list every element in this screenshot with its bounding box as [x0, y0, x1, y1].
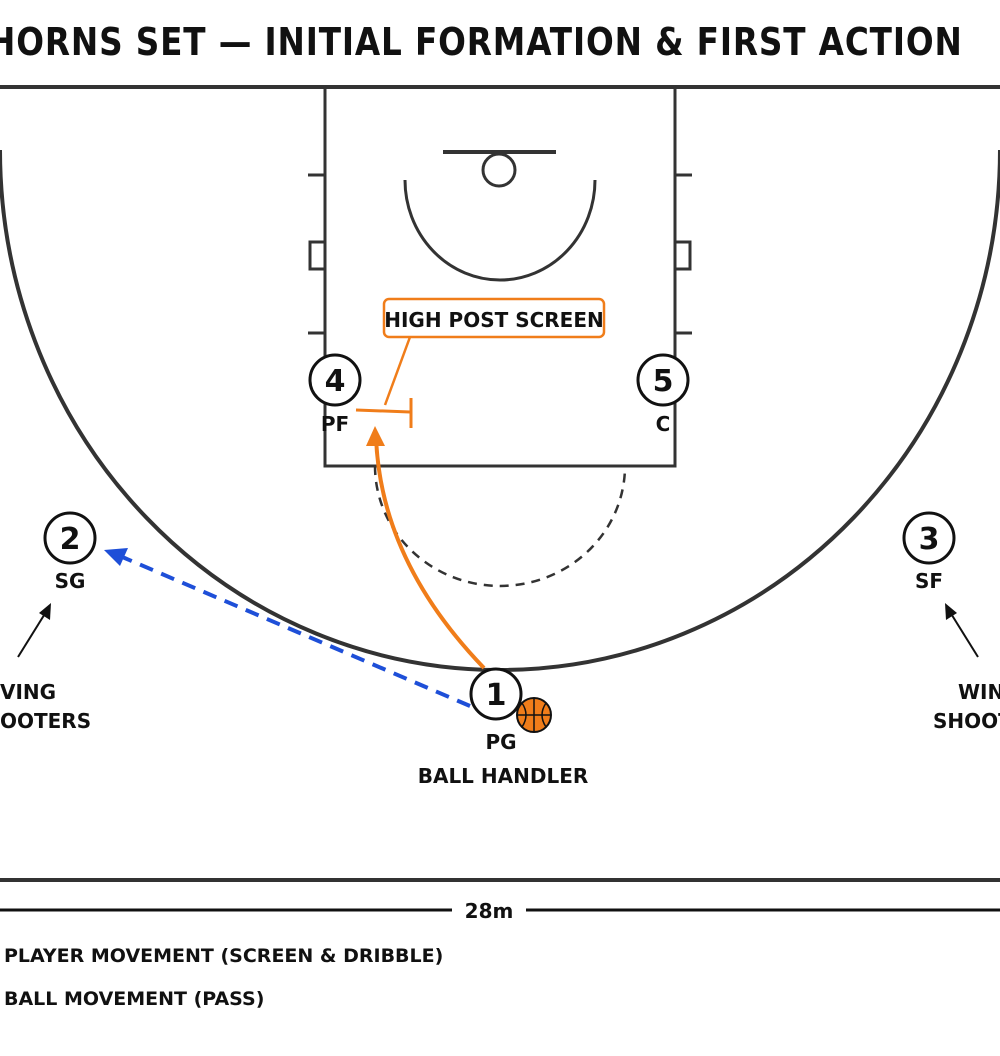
- legend-ball-movement: BALL MOVEMENT (PASS): [4, 988, 264, 1010]
- pass-path: [119, 554, 471, 708]
- ball-handler-label: BALL HANDLER: [418, 764, 589, 788]
- restricted-arc: [403, 179, 597, 282]
- diagram-title: HORNS SET — INITIAL FORMATION & FIRST AC…: [0, 20, 963, 64]
- svg-text:SHOOT: SHOOT: [933, 709, 1000, 733]
- screen-bar: [355, 408, 411, 414]
- player-1: 1 PG BALL HANDLER: [418, 667, 589, 788]
- svg-text:PF: PF: [321, 412, 349, 436]
- svg-text:5: 5: [653, 364, 674, 399]
- dribble-arrowhead: [366, 426, 385, 446]
- svg-text:1: 1: [486, 678, 507, 713]
- screen-callout: HIGH POST SCREEN: [355, 297, 606, 428]
- key: [323, 85, 677, 468]
- svg-text:OOTERS: OOTERS: [0, 709, 91, 733]
- basketball-icon: [516, 697, 552, 733]
- screen-label: HIGH POST SCREEN: [384, 308, 604, 332]
- three-point-arc: [0, 149, 1000, 672]
- player-3: 3 SF: [902, 511, 956, 593]
- svg-text:PG: PG: [485, 730, 516, 754]
- dribble-path: [374, 435, 486, 670]
- player-2: 2 SG: [43, 511, 97, 593]
- svg-text:SF: SF: [915, 569, 943, 593]
- width-dimension: 28m: [0, 899, 1000, 923]
- svg-text:4: 4: [325, 364, 346, 399]
- wing-shooters-left: VING OOTERS: [0, 603, 91, 733]
- dimension-label: 28m: [465, 899, 514, 923]
- svg-text:SG: SG: [55, 569, 86, 593]
- svg-text:WIN: WIN: [958, 680, 1000, 704]
- svg-text:C: C: [656, 412, 671, 436]
- court-lines: [0, 85, 1000, 882]
- player-4: 4 PF: [308, 353, 362, 436]
- free-throw-circle: [373, 465, 627, 588]
- legend: PLAYER MOVEMENT (SCREEN & DRIBBLE) BALL …: [4, 945, 443, 1010]
- wing-shooters-right: WIN SHOOT: [933, 603, 1000, 733]
- player-5: 5 C: [636, 353, 690, 436]
- svg-text:3: 3: [919, 522, 940, 557]
- svg-text:2: 2: [60, 522, 81, 557]
- pass-arrowhead: [104, 548, 128, 566]
- svg-text:VING: VING: [0, 680, 56, 704]
- rim: [481, 152, 517, 188]
- legend-player-movement: PLAYER MOVEMENT (SCREEN & DRIBBLE): [4, 945, 443, 967]
